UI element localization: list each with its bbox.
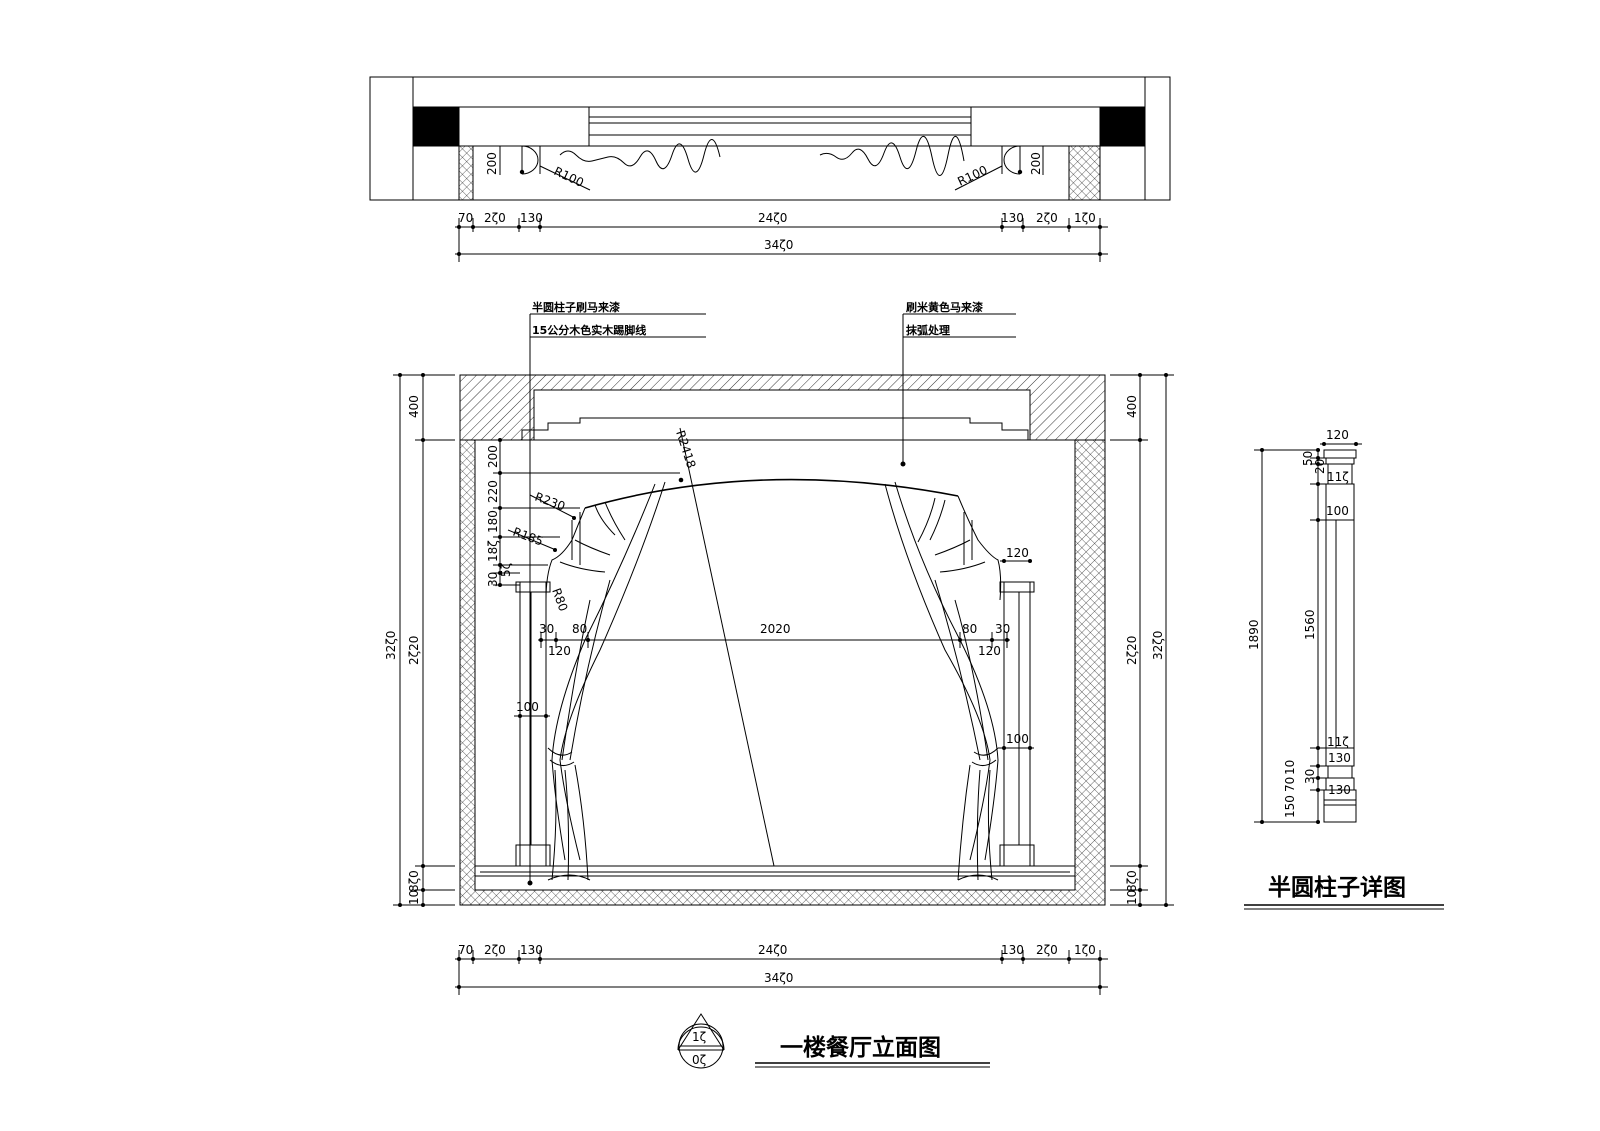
column-dim-50: 50 <box>1301 451 1315 466</box>
left-half-column <box>515 581 551 867</box>
plan-dim-2400: 24ζ0 <box>758 211 787 225</box>
drawing-title: 一楼餐厅立面图 <box>780 1034 941 1061</box>
column-detail: 1890 120 50 20 11ζ 100 1560 11ζ 130 <box>1244 428 1444 910</box>
arch-radius-label: R2418 <box>673 429 698 470</box>
right-dim-400: 400 <box>1125 395 1139 418</box>
vdim-55: 5ζ <box>499 563 513 577</box>
column-total: 1890 <box>1247 619 1261 650</box>
vdim-30: 30 <box>486 572 500 587</box>
column-dim-150: 150 <box>1283 795 1297 818</box>
right-dim-80: 8ζ0 <box>1125 870 1139 892</box>
plan-r100-left: R100 <box>552 164 586 190</box>
left-dim-total: 32ζ0 <box>384 631 398 660</box>
vdim-185: 18ζ <box>486 540 500 562</box>
elev-dim-130-right: 130 <box>1001 943 1024 957</box>
plan-dim-130-right: 130 <box>1001 211 1024 225</box>
note-wall-paint: 刷米黄色马来漆 <box>906 300 983 314</box>
note-skirting: 15公分木色实木踢脚线 <box>532 323 646 337</box>
inner-dim-80-right: 80 <box>962 622 977 636</box>
column-dim-130-mid: 130 <box>1328 751 1351 765</box>
left-dim-10: 10 <box>407 890 421 905</box>
column-dim-130-bottom: 130 <box>1328 783 1351 797</box>
plan-dim-total: 34ζ0 <box>764 238 793 252</box>
left-dim-80: 8ζ0 <box>407 870 421 892</box>
column-detail-title: 半圆柱子详图 <box>1268 874 1406 901</box>
column-dim-110-top: 11ζ <box>1327 470 1349 484</box>
inner-dim-80-left: 80 <box>572 622 587 636</box>
title-symbol-top: 1ζ <box>692 1030 706 1044</box>
vdim-200: 200 <box>486 445 500 468</box>
elevation-view: R2418 R230 R185 R80 200 220 180 18ζ 5ζ <box>384 373 1174 995</box>
left-dim-400: 400 <box>407 395 421 418</box>
radius-230: R230 <box>533 490 567 514</box>
plan-dim-250-left: 2ζ0 <box>484 211 506 225</box>
inner-dim-2020: 2020 <box>760 622 791 636</box>
drawing-title-block: 1ζ 0ζ 一楼餐厅立面图 <box>677 1013 990 1069</box>
title-symbol-bottom: 0ζ <box>692 1053 706 1067</box>
plan-view: R100 R100 200 200 70 2ζ0 130 24ζ0 130 <box>369 76 1171 262</box>
inner-dim-30-left: 30 <box>539 622 554 636</box>
plan-depth-left: 200 <box>485 152 499 175</box>
column-dim-30: 30 <box>1303 769 1317 784</box>
note-column-paint: 半圆柱子刷马来漆 <box>532 300 620 314</box>
column-dim-10: 10 <box>1283 760 1297 775</box>
elev-dim-70: 70 <box>458 943 473 957</box>
plan-black-block-right <box>1100 107 1145 146</box>
elev-dim-150: 1ζ0 <box>1074 943 1096 957</box>
right-dim-10: 10 <box>1125 890 1139 905</box>
column-dim-110-bottom: 11ζ <box>1327 735 1349 749</box>
elev-dim-130-left: 130 <box>520 943 543 957</box>
vdim-220: 220 <box>486 480 500 503</box>
elev-dim-2400: 24ζ0 <box>758 943 787 957</box>
col-top-120: 120 <box>1006 546 1029 560</box>
column-dim-70: 70 <box>1283 777 1297 792</box>
right-dim-2520: 2ζ20 <box>1125 636 1139 665</box>
vdim-180: 180 <box>486 510 500 533</box>
plan-dim-250-right: 2ζ0 <box>1036 211 1058 225</box>
plan-dim-150: 1ζ0 <box>1074 211 1096 225</box>
inner-dim-120-right: 120 <box>978 644 1001 658</box>
plan-depth-right: 200 <box>1029 152 1043 175</box>
plan-dim-70: 70 <box>458 211 473 225</box>
left-col-100: 100 <box>516 700 539 714</box>
plan-dim-130-left: 130 <box>520 211 543 225</box>
column-dim-20: 20 <box>1313 459 1327 474</box>
elev-dim-250-right: 2ζ0 <box>1036 943 1058 957</box>
plan-r100-right: R100 <box>955 163 989 189</box>
radius-80: R80 <box>549 586 570 613</box>
inner-dim-30-right: 30 <box>995 622 1010 636</box>
column-dim-100: 100 <box>1326 504 1349 518</box>
plan-black-block-left <box>413 107 459 146</box>
right-half-column <box>999 581 1035 867</box>
inner-dim-120-left: 120 <box>548 644 571 658</box>
elev-dim-total: 34ζ0 <box>764 971 793 985</box>
left-dim-2520: 2ζ20 <box>407 636 421 665</box>
elev-dim-250-left: 2ζ0 <box>484 943 506 957</box>
right-dim-total: 32ζ0 <box>1151 631 1165 660</box>
right-col-100: 100 <box>1006 732 1029 746</box>
note-arc-finish: 抹弧处理 <box>906 323 950 337</box>
column-dim-1560: 1560 <box>1303 609 1317 640</box>
column-width-top: 120 <box>1326 428 1349 442</box>
